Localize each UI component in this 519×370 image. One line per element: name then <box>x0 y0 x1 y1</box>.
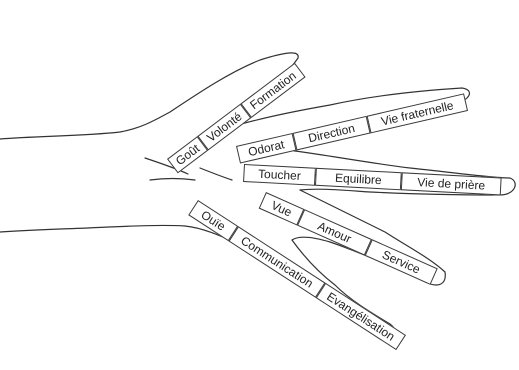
label-toucher: Toucher <box>243 164 316 186</box>
